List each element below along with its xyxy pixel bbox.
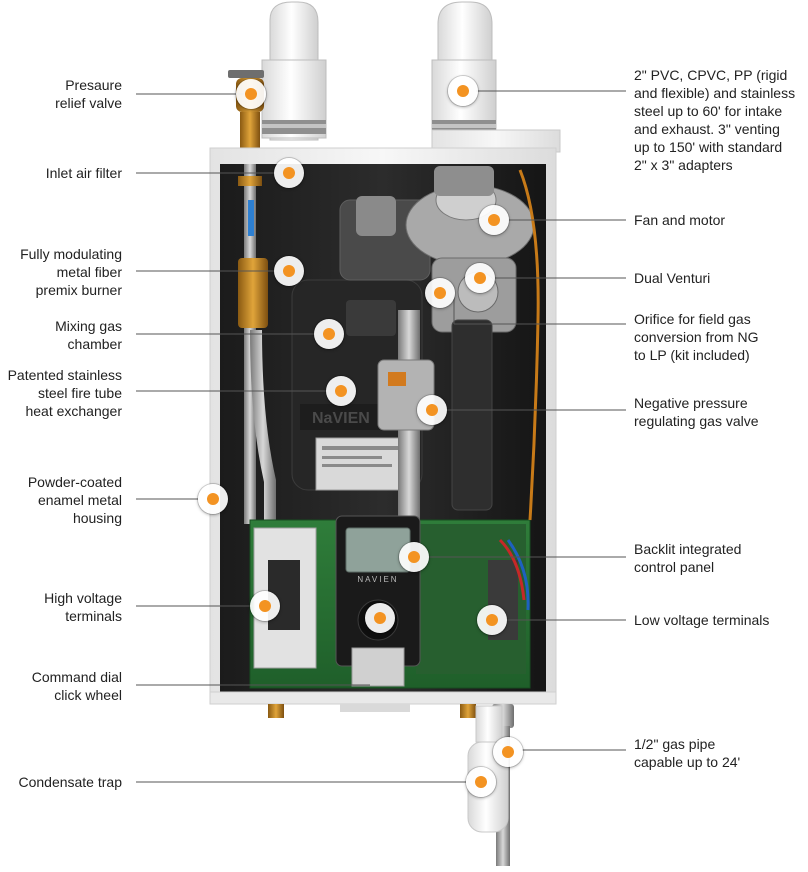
label-housing: Powder-coated enamel metal housing [27, 474, 122, 526]
label-orifice: Orifice for field gas conversion from NG… [634, 311, 759, 363]
fan-motor-shape [405, 166, 535, 266]
label-pressure-relief-valve: Presaure relief valve [55, 77, 122, 111]
label-inlet-air-filter: Inlet air filter [45, 165, 122, 181]
hotspot-gas-valve[interactable] [417, 395, 447, 425]
label-condensate-trap: Condensate trap [18, 774, 122, 790]
label-gas-valve: Negative pressure regulating gas valve [634, 395, 759, 429]
label-fan-and-motor: Fan and motor [634, 212, 726, 228]
label-gas-pipe: 1/2" gas pipe capable up to 24' [634, 736, 741, 770]
label-dual-venturi: Dual Venturi [634, 270, 711, 286]
hotspot-housing[interactable] [198, 484, 228, 514]
water-pipe-left [238, 164, 276, 524]
hotspot-fan-and-motor[interactable] [479, 205, 509, 235]
hotspot-premix-burner[interactable] [274, 256, 304, 286]
vent-pipe-right [431, 1, 497, 141]
hotspot-dual-venturi[interactable] [465, 263, 495, 293]
label-control-panel: Backlit integrated control panel [634, 541, 742, 575]
wire-blue [506, 539, 530, 611]
hotspot-orifice[interactable] [425, 278, 455, 308]
wire-red [498, 538, 526, 601]
wire-orange [518, 169, 540, 521]
label-heat-exchanger: Patented stainless steel fire tube heat … [7, 367, 122, 419]
hotspot-inlet-air-filter[interactable] [274, 158, 304, 188]
flue-tube [451, 319, 493, 511]
mixing-chamber-shape [339, 196, 431, 336]
label-high-voltage-terminals: High voltage terminals [44, 590, 122, 624]
bottom-fitting-right [460, 704, 476, 718]
panel-brand: NAVIEN [357, 575, 398, 584]
label-venting: 2" PVC, CPVC, PP (rigid and flexible) an… [634, 67, 796, 173]
label-command-dial: Command dial click wheel [31, 669, 122, 703]
control-panel-shape: NAVIEN [335, 515, 421, 687]
hotspot-low-voltage-terminals[interactable] [477, 605, 507, 635]
hotspot-venting[interactable] [448, 76, 478, 106]
unit-brand-emboss: NaVIEN [312, 410, 370, 427]
hotspot-condensate-trap[interactable] [466, 767, 496, 797]
hotspot-control-panel[interactable] [399, 542, 429, 572]
cabinet-bottom [209, 691, 557, 705]
bottom-plate [340, 704, 410, 712]
hotspot-command-dial[interactable] [365, 603, 395, 633]
leader-lines [136, 90, 626, 783]
vent-pipe-left [261, 1, 327, 141]
label-mixing-gas-chamber: Mixing gas chamber [55, 318, 122, 352]
bottom-fitting-left [268, 704, 284, 718]
hotspot-gas-pipe[interactable] [493, 737, 523, 767]
hotspot-heat-exchanger[interactable] [326, 376, 356, 406]
hotspot-high-voltage-terminals[interactable] [250, 591, 280, 621]
hotspot-mixing-gas-chamber[interactable] [314, 319, 344, 349]
label-premix-burner: Fully modulating metal fiber premix burn… [20, 246, 122, 298]
hotspot-pressure-relief-valve[interactable] [236, 79, 266, 109]
label-low-voltage-terminals: Low voltage terminals [634, 612, 770, 628]
